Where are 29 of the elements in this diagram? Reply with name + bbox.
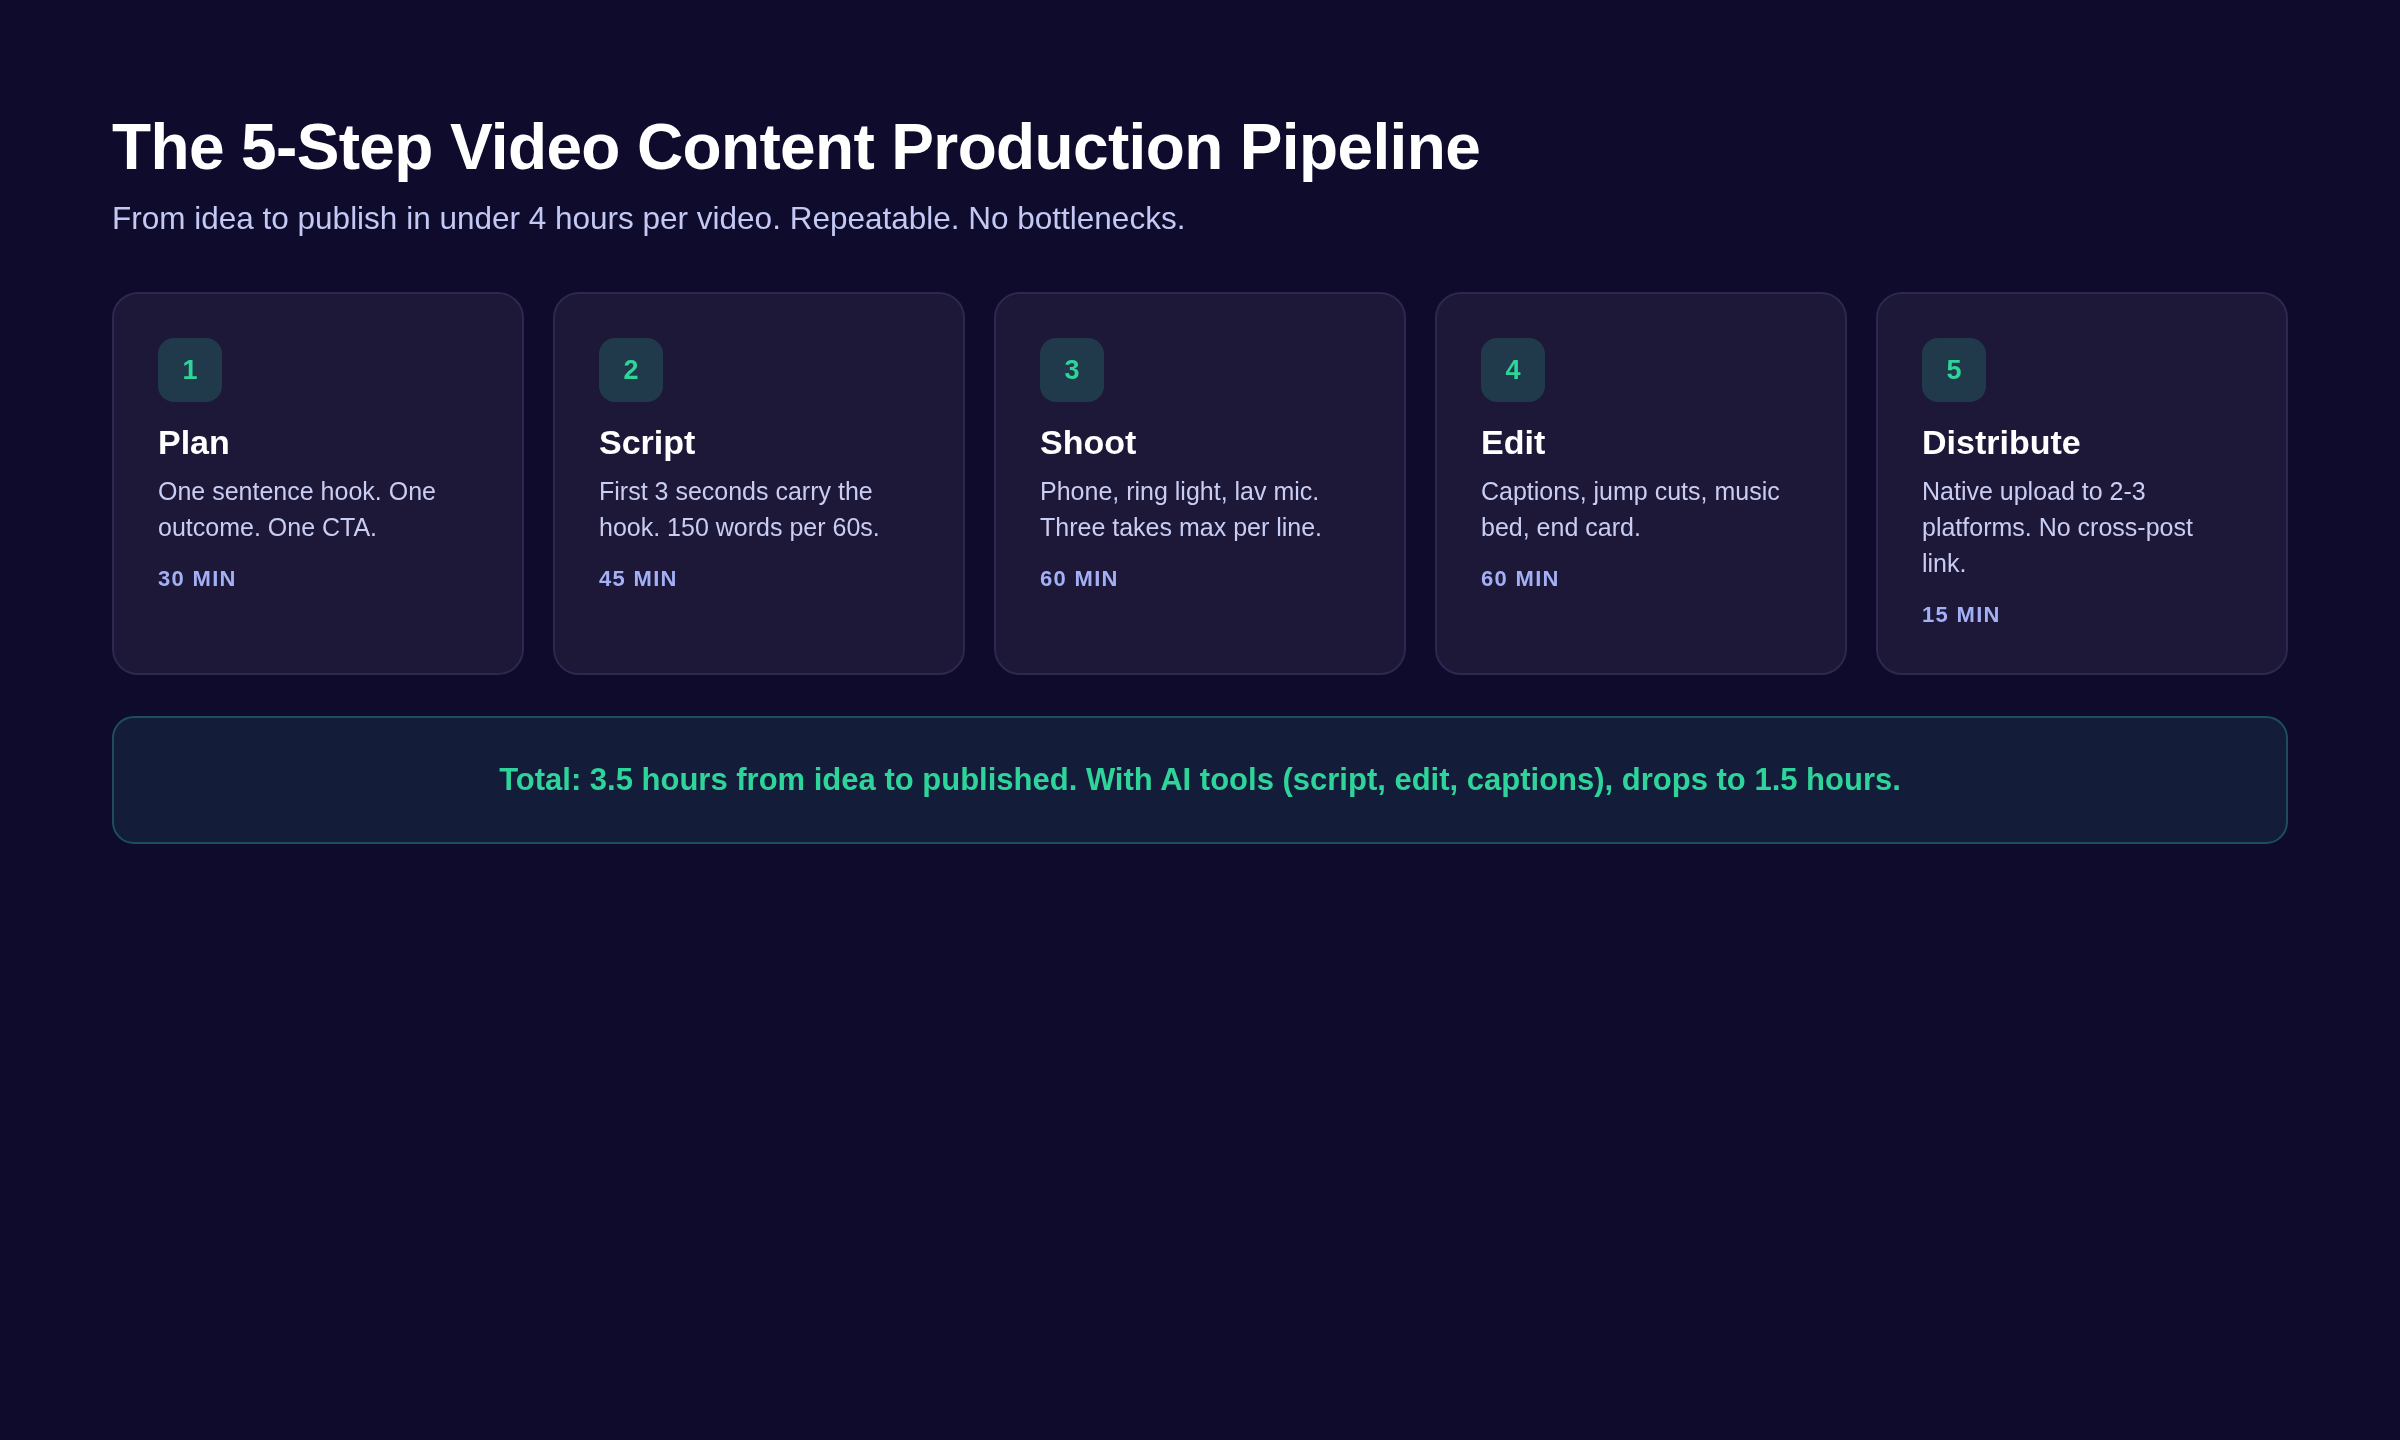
- step-title: Script: [599, 422, 696, 462]
- step-title: Plan: [158, 422, 230, 462]
- step-card: [1435, 292, 1847, 675]
- summary-banner: [112, 716, 2288, 844]
- step-number-badge: 3: [1040, 338, 1104, 402]
- step-number-badge: 4: [1481, 338, 1545, 402]
- step-description: Native upload to 2-3 platforms. No cross-post link.: [1922, 476, 2194, 579]
- step-description: Phone, ring light, lav mic. Three takes max per line.: [1040, 476, 1324, 543]
- step-title: Edit: [1481, 422, 1546, 462]
- step-card: [1876, 292, 2288, 675]
- page-title: The 5-Step Video Content Production Pipeline: [112, 110, 1481, 185]
- duration-label: 15 MIN: [1922, 601, 2001, 629]
- step-card: [112, 292, 524, 675]
- step-number-badge: 2: [599, 338, 663, 402]
- step-description: First 3 seconds carry the hook. 150 words per 60s.: [599, 476, 881, 543]
- step-number-badge: 5: [1922, 338, 1986, 402]
- step-title: Shoot: [1040, 422, 1137, 462]
- duration-label: 45 MIN: [599, 565, 678, 593]
- duration-label: 60 MIN: [1040, 565, 1119, 593]
- step-description: One sentence hook. One outcome. One CTA.: [158, 476, 437, 543]
- duration-label: 60 MIN: [1481, 565, 1560, 593]
- duration-label: 30 MIN: [158, 565, 237, 593]
- step-description: Captions, jump cuts, music bed, end card.: [1481, 476, 1781, 543]
- step-card: [994, 292, 1406, 675]
- step-card: [553, 292, 965, 675]
- summary-text: Total: 3.5 hours from idea to published. With AI tools (script, edit, captions), drops to 1.5 hours.: [499, 760, 1901, 799]
- step-title: Distribute: [1922, 422, 2081, 462]
- step-number-badge: 1: [158, 338, 222, 402]
- subtitle: From idea to publish in under 4 hours per video. Repeatable. No bottlenecks.: [112, 199, 1186, 237]
